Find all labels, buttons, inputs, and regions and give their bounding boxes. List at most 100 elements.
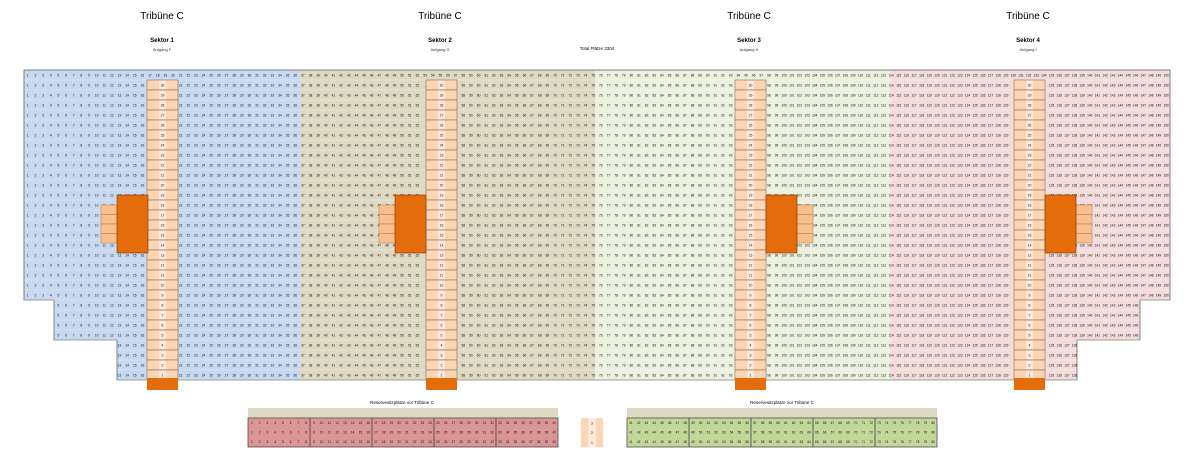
seat: 9 (88, 193, 90, 197)
aisle-step-center (747, 160, 754, 170)
seat: 85 (668, 73, 672, 77)
seat: 88 (691, 203, 695, 207)
seat: 109 (850, 93, 856, 97)
seat: 111 (866, 243, 871, 247)
seat: 28 (232, 333, 236, 337)
seat: 7 (73, 293, 75, 297)
seat: 41 (332, 203, 336, 207)
seat: 58 (462, 273, 466, 277)
seat: 125 (973, 83, 979, 87)
seat: 117 (912, 183, 917, 187)
seat: 73 (576, 343, 580, 347)
seat: 109 (850, 323, 856, 327)
seat: 128 (995, 313, 1001, 317)
reserve-seat: 32 (490, 431, 494, 435)
seat: 62 (492, 183, 496, 187)
seat: 117 (912, 203, 917, 207)
aisle-step-center (747, 280, 754, 290)
seat: 101 (789, 353, 795, 357)
seat: 106 (827, 263, 833, 267)
seat: 104 (812, 213, 818, 217)
seat: 75 (591, 123, 595, 127)
aisle-row-number: 3 (441, 353, 443, 357)
seat: 149 (1156, 243, 1162, 247)
seat: 118 (919, 93, 924, 97)
seat: 145 (1125, 183, 1131, 187)
seat: 62 (492, 273, 496, 277)
seat: 64 (507, 213, 511, 217)
seat: 34 (278, 333, 282, 337)
seat: 9 (88, 223, 90, 227)
seat: 118 (919, 243, 924, 247)
reserve-row-center (588, 418, 596, 428)
seat: 63 (500, 93, 504, 97)
seat: 135 (1049, 363, 1055, 367)
seat: 47 (377, 273, 381, 277)
seat: 74 (584, 193, 588, 197)
seat: 5 (57, 103, 59, 107)
seat: 21 (179, 263, 183, 267)
seat: 34 (278, 113, 282, 117)
aisle-step-center (747, 290, 754, 300)
seat: 121 (942, 353, 948, 357)
seat: 22 (186, 313, 190, 317)
seat: 58 (462, 163, 466, 167)
seat: 75 (591, 183, 595, 187)
entrance-label-4: Aufgang I (1019, 47, 1036, 52)
seat: 34 (278, 303, 282, 307)
seat: 62 (492, 203, 496, 207)
seat: 72 (568, 273, 572, 277)
seat: 58 (462, 73, 466, 77)
seat: 1 (27, 213, 29, 217)
seat: 113 (881, 83, 886, 87)
seat: 59 (469, 303, 473, 307)
seat: 148 (1148, 83, 1154, 87)
seat: 79 (622, 153, 626, 157)
seat: 102 (797, 83, 803, 87)
seat: 73 (576, 333, 580, 337)
seat: 135 (1049, 83, 1055, 87)
seat: 136 (1057, 113, 1063, 117)
seat: 148 (1148, 233, 1154, 237)
seat: 5 (57, 123, 59, 127)
seat: 129 (1003, 113, 1009, 117)
seat: 61 (484, 93, 488, 97)
seat: 65 (515, 83, 519, 87)
seat: 72 (568, 243, 572, 247)
seat: 113 (881, 233, 886, 237)
seat: 114 (889, 163, 894, 167)
seat: 74 (584, 143, 588, 147)
seat: 71 (561, 303, 565, 307)
seat: 5 (57, 303, 59, 307)
seat: 82 (645, 273, 649, 277)
seat: 117 (912, 283, 917, 287)
seat: 72 (568, 333, 572, 337)
aisle-row-number: 23 (440, 153, 444, 157)
seat: 119 (927, 113, 932, 117)
seat: 63 (500, 233, 504, 237)
reserve-seat: 44 (652, 421, 656, 425)
seat: 120 (934, 213, 940, 217)
seat: 107 (835, 193, 841, 197)
reserve-seat: 65 (815, 421, 819, 425)
seat: 66 (523, 373, 527, 377)
seat: 26 (217, 73, 221, 77)
seat: 32 (263, 133, 267, 137)
reserve-seat: 53 (722, 431, 726, 435)
seat: 106 (827, 193, 833, 197)
seat: 15 (133, 73, 137, 77)
seat: 146 (1133, 83, 1139, 87)
seat: 144 (1118, 273, 1124, 277)
seat: 75 (591, 263, 595, 267)
seat: 21 (179, 273, 183, 277)
seat: 79 (622, 283, 626, 287)
seat: 66 (523, 203, 527, 207)
seat: 66 (523, 193, 527, 197)
seat: 3 (42, 163, 44, 167)
seat: 22 (186, 73, 190, 77)
seat: 88 (691, 303, 695, 307)
seat: 16 (141, 253, 145, 257)
aisle-row-number: 15 (440, 233, 444, 237)
seat: 124 (965, 153, 971, 157)
reserve-title-1: Reservesitzplätze vor Tribüne C (370, 400, 435, 405)
